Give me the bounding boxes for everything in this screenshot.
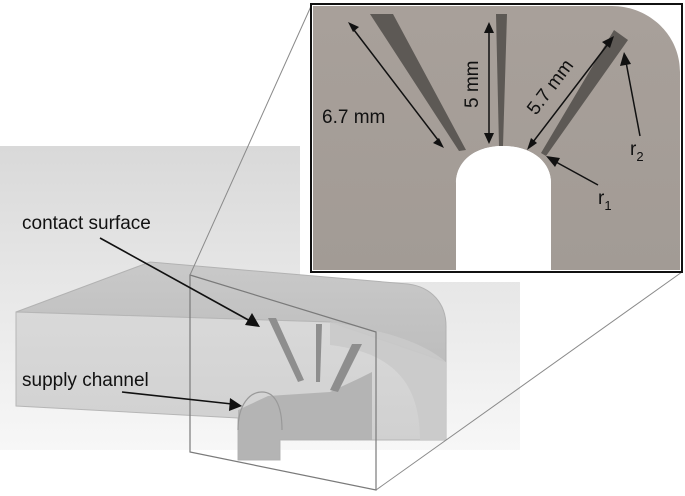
inset-part-face — [313, 6, 680, 270]
supply-channel — [238, 372, 372, 460]
dim-right — [527, 36, 614, 150]
block-rounded-end — [330, 322, 446, 440]
slot-center — [496, 14, 507, 146]
block-top-face — [15, 261, 447, 363]
slot-3d-left — [268, 318, 304, 382]
r2-arrow — [625, 61, 641, 137]
slot-3d-center — [316, 324, 322, 382]
contact-surface-arrow — [99, 237, 253, 323]
slot-right — [541, 30, 628, 156]
projection-line-top — [189, 3, 313, 276]
supply-channel-arrowhead — [229, 398, 242, 411]
supply-channel-opening — [456, 146, 551, 270]
dim-left-label: 6.7 mm — [322, 107, 385, 128]
contact-surface-label: contact surface — [22, 213, 151, 234]
r2-label: r2 — [630, 139, 644, 164]
dim-left — [348, 22, 444, 148]
contact-surface-arrowhead — [245, 313, 260, 327]
supply-channel-arrow — [121, 391, 233, 405]
r1-label: r1 — [598, 188, 612, 213]
projection-line-bottom — [375, 271, 683, 491]
r1-arrowhead — [546, 156, 560, 167]
slot-3d-right — [330, 344, 362, 392]
r1-arrow — [555, 161, 599, 186]
supply-channel-arch — [237, 391, 283, 431]
r2-arrowhead — [620, 52, 631, 66]
slot-left — [370, 14, 466, 151]
supply-channel-label: supply channel — [22, 370, 149, 391]
dim-center — [484, 22, 494, 144]
dim-center-label: 5 mm — [462, 61, 483, 109]
